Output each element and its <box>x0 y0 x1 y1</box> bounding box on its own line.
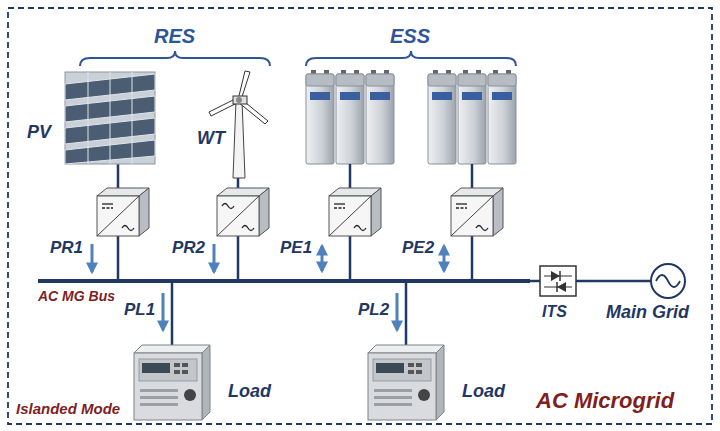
node-label: AC MG Bus <box>38 288 115 305</box>
thyristor-symbol <box>559 271 561 281</box>
battery-cell <box>488 70 516 164</box>
label-holder: PL2 <box>358 300 389 320</box>
wind-turbine: WT <box>204 68 272 178</box>
power-line <box>171 283 174 345</box>
system-label: AC Microgrid <box>536 388 674 414</box>
power-arrow <box>396 293 399 330</box>
power-arrow <box>443 246 446 271</box>
node-label: ITS <box>542 302 567 321</box>
power-label: PL1 <box>124 300 155 320</box>
power-arrow <box>321 246 324 271</box>
transfer-switch: ITS <box>540 266 576 296</box>
power-arrow <box>162 293 165 330</box>
group-label: ESS <box>390 24 430 48</box>
converter-symbol <box>217 188 269 236</box>
label-holder: RES <box>154 24 195 48</box>
turbine-nacelle <box>233 96 247 104</box>
converter-symbol <box>97 188 149 236</box>
power-arrow <box>91 244 94 272</box>
power-label: PE2 <box>402 238 434 258</box>
microgrid-boundary <box>8 8 712 424</box>
turbine-hub <box>236 97 242 103</box>
label-holder: PR1 <box>50 238 83 258</box>
power-label: PE1 <box>280 238 312 258</box>
battery-cell <box>428 70 456 164</box>
node-label: Load <box>462 381 505 403</box>
grid-source <box>651 264 685 298</box>
thyristor-symbol <box>556 282 558 292</box>
pv-photo <box>65 72 155 164</box>
converter-symbol <box>451 188 503 236</box>
battery-cell <box>336 70 364 164</box>
pv-grid <box>110 72 111 164</box>
label-holder: ESS <box>390 24 430 48</box>
electronic-load <box>368 345 444 420</box>
power-arrow <box>213 244 216 272</box>
label-holder: PL1 <box>124 300 155 320</box>
load-unit: Load <box>134 345 210 420</box>
turbine-tower <box>233 100 245 178</box>
battery-cell <box>458 70 486 164</box>
node-label: Main Grid <box>606 302 689 324</box>
node-label: PV <box>27 122 51 144</box>
label-holder: PE1 <box>280 238 312 258</box>
power-line <box>530 280 540 283</box>
battery-cell <box>306 70 334 164</box>
electronic-load <box>134 345 210 420</box>
label-holder: Islanded Mode <box>16 400 120 418</box>
label-holder: AC Microgrid <box>536 388 674 414</box>
label-holder: PR2 <box>172 238 205 258</box>
power-label: PR1 <box>50 238 83 258</box>
pv-grid <box>88 72 89 164</box>
battery-cell <box>366 70 394 164</box>
group-brace <box>80 51 270 66</box>
pv-grid <box>132 72 133 164</box>
label-holder: PE2 <box>402 238 434 258</box>
sine-symbol <box>656 275 680 287</box>
converter-symbol <box>329 188 381 236</box>
power-line <box>576 280 651 283</box>
ac-bus: AC MG Bus <box>38 279 530 283</box>
group-label: RES <box>154 24 195 48</box>
pv-array: PV <box>65 72 155 164</box>
group-brace <box>306 51 516 66</box>
mode-label: Islanded Mode <box>16 400 120 418</box>
switch-box <box>540 266 576 296</box>
main-grid: Main Grid <box>651 264 685 298</box>
power-label: PR2 <box>172 238 205 258</box>
power-label: PL2 <box>358 300 389 320</box>
thyristor-symbol <box>557 282 566 292</box>
power-line <box>405 283 408 345</box>
thyristor-symbol <box>551 271 560 281</box>
node-label: WT <box>197 128 225 150</box>
load-unit: Load <box>368 345 444 420</box>
node-label: Load <box>228 381 271 403</box>
